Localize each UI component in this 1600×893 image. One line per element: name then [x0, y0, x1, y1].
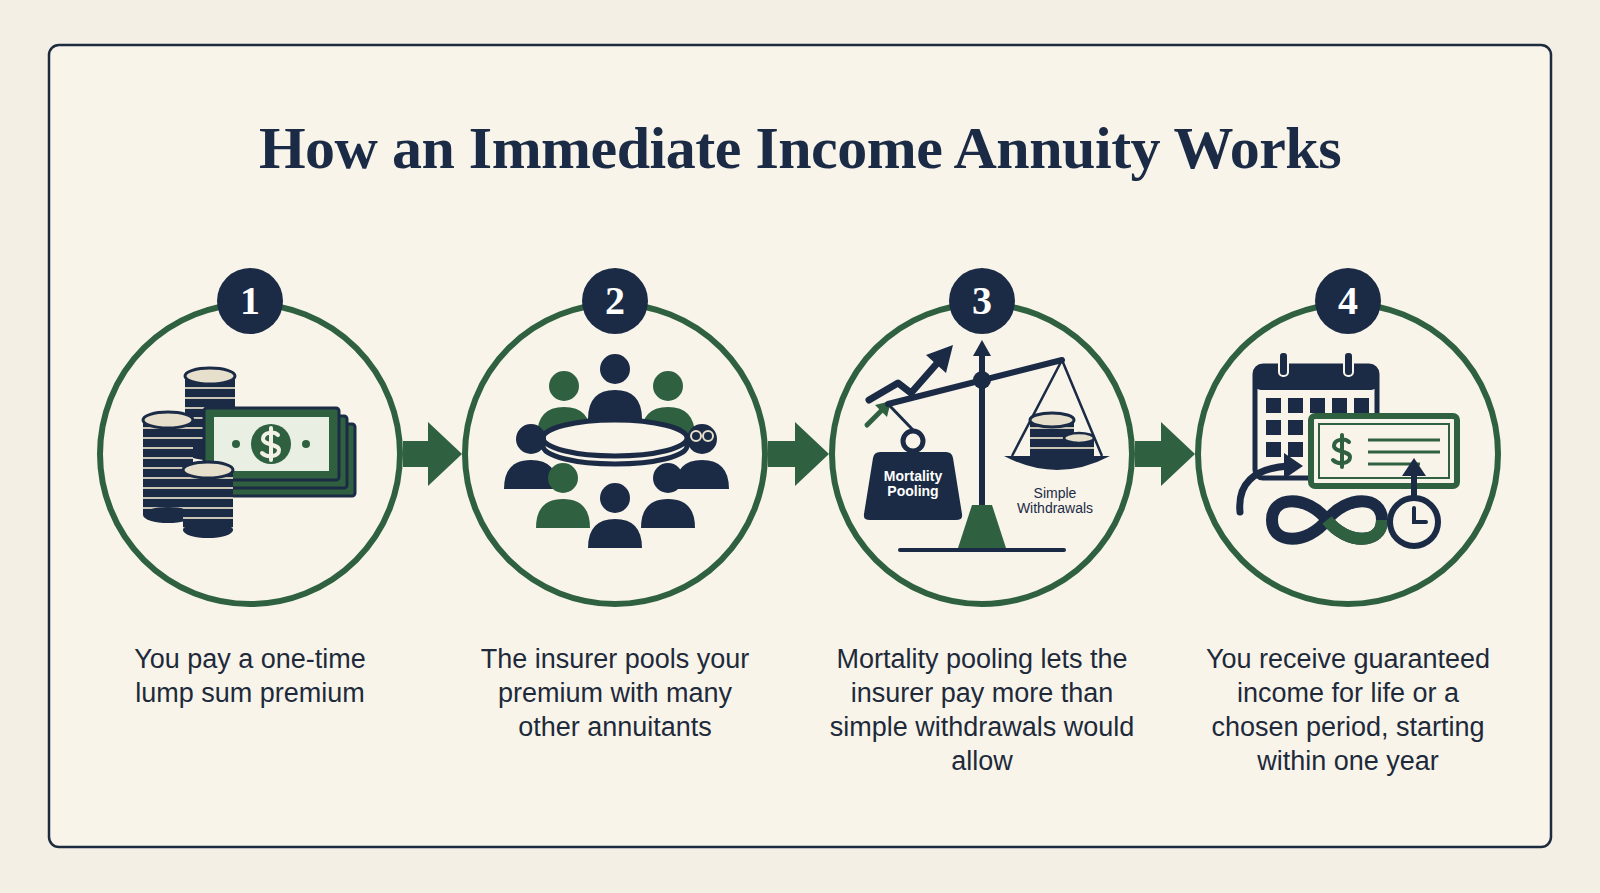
income-icon	[1240, 352, 1457, 546]
glasses	[703, 431, 713, 441]
infinity	[1327, 520, 1382, 539]
step-caption: The insurer pools your premium with many…	[465, 642, 765, 744]
weight-string	[888, 404, 913, 430]
scale-beam	[888, 360, 1062, 404]
scale-icon	[864, 340, 1110, 550]
step-badge: 3	[949, 268, 1015, 334]
weight-handle	[903, 431, 923, 451]
step-badge: 4	[1315, 268, 1381, 334]
calendar-header	[1255, 366, 1377, 390]
flow-arrow	[768, 422, 829, 486]
title: How an Immediate Income Annuity Works	[0, 112, 1600, 184]
banknote-dot	[232, 440, 240, 448]
circle-outline	[832, 304, 1132, 604]
person	[641, 463, 695, 528]
person	[536, 463, 590, 528]
flow-arrow	[1135, 422, 1195, 486]
illustration-label: Mortality Pooling	[878, 469, 948, 499]
banknote-dot	[302, 440, 310, 448]
pool-icon	[504, 354, 729, 548]
coin-stack	[183, 522, 233, 538]
scale-base	[958, 505, 1006, 548]
step-number: 4	[1338, 281, 1358, 321]
flow-arrow	[403, 422, 462, 486]
coin-top	[143, 412, 193, 428]
dollar-sign	[1333, 435, 1350, 467]
circle-outline	[829, 301, 1135, 607]
flow-arrow	[1135, 422, 1195, 486]
circle-outline	[465, 304, 765, 604]
flow-arrow	[403, 422, 462, 486]
person	[588, 354, 642, 419]
trend-arrow-head	[926, 345, 953, 373]
money-icon	[143, 368, 355, 538]
circle-outline	[1195, 301, 1501, 607]
step-circle: 3Mortality pooling lets the insurer pay …	[829, 301, 1135, 607]
clock	[1390, 498, 1438, 546]
step-caption: You receive guaranteed income for life o…	[1193, 642, 1503, 778]
step-badge: 2	[582, 268, 648, 334]
small-arrow	[867, 410, 882, 425]
coin-top	[183, 462, 233, 478]
circle-outline	[100, 304, 400, 604]
curved-arrow	[1240, 466, 1288, 512]
coin-top	[1030, 413, 1074, 427]
step-number: 2	[605, 281, 625, 321]
step-circle: 4You receive guaranteed income for life …	[1195, 301, 1501, 607]
step-number: 1	[240, 281, 260, 321]
banknote-seal	[251, 424, 291, 464]
scale-pan	[1004, 456, 1110, 470]
curved-arrow-head	[1284, 453, 1303, 479]
cheque-lines	[1368, 440, 1440, 464]
step-circle: 1You pay a one-time lump sum premium	[97, 301, 403, 607]
cheque-border	[1319, 424, 1449, 478]
person	[675, 424, 729, 489]
coin-top	[1064, 433, 1094, 443]
step-badge: 1	[217, 268, 283, 334]
step-circle: 2The insurer pools your premium with man…	[462, 301, 768, 607]
scale-pivot	[973, 371, 991, 389]
infinity	[1272, 501, 1382, 539]
up-arrow-head	[1402, 458, 1426, 476]
weight	[864, 452, 962, 520]
circle-outline	[97, 301, 403, 607]
person	[588, 483, 642, 548]
coin-top	[185, 368, 235, 384]
circle-outline	[1198, 304, 1498, 604]
glasses	[691, 431, 701, 441]
banknote-face	[214, 417, 329, 471]
dollar-sign	[262, 428, 279, 460]
calendar-ring	[1344, 352, 1353, 376]
step-caption: You pay a one-time lump sum premium	[110, 642, 390, 710]
pool-ring	[543, 420, 687, 456]
cheque	[1311, 416, 1457, 486]
illustration-label: Simple Withdrawals	[1007, 486, 1103, 516]
pan-strings	[1012, 360, 1102, 456]
step-number: 3	[972, 281, 992, 321]
calendar-ring	[1279, 352, 1288, 376]
flow-arrow	[768, 422, 829, 486]
step-caption: Mortality pooling lets the insurer pay m…	[822, 642, 1142, 778]
circle-outline	[462, 301, 768, 607]
clock-hands	[1414, 508, 1426, 522]
scale-floor	[900, 548, 1064, 552]
